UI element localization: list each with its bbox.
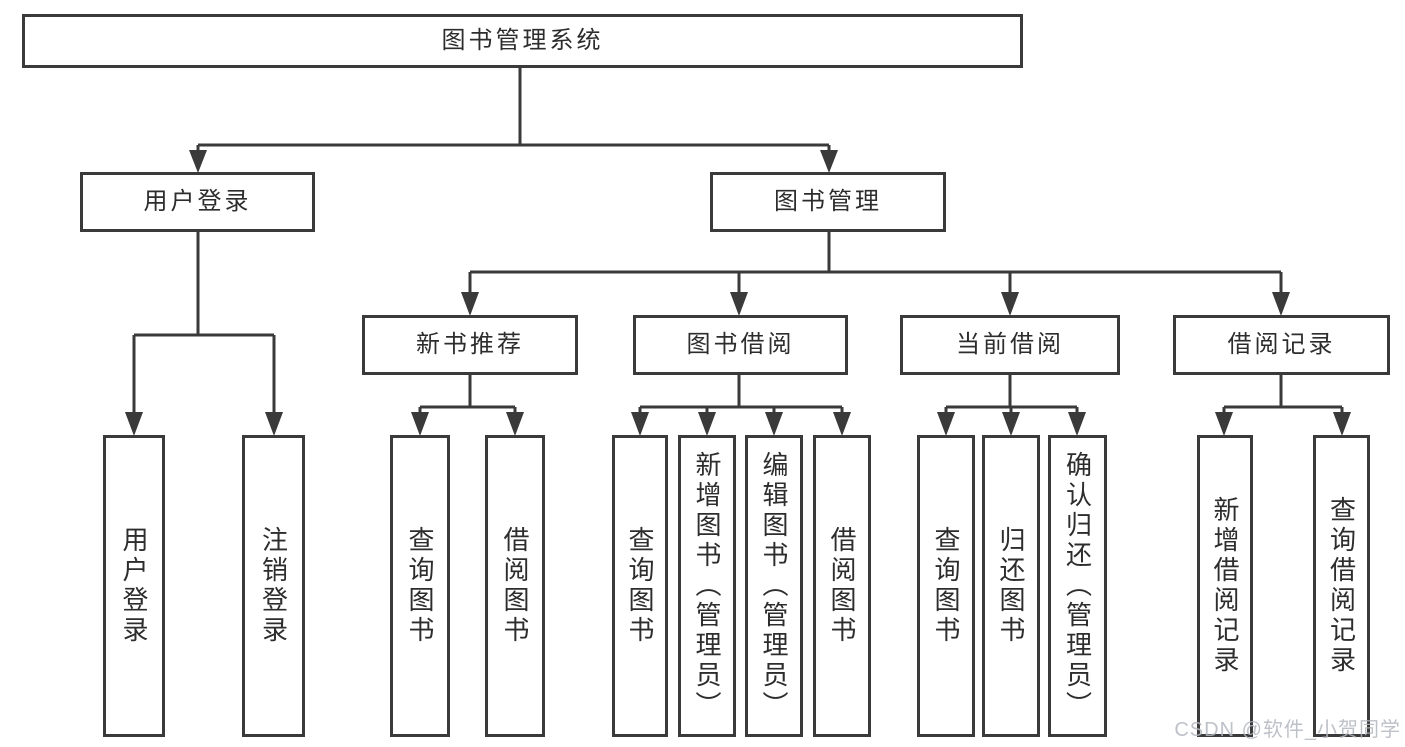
node-label: 借阅图书 [827,526,857,646]
leaf-return-books: 归还图书 [982,435,1040,737]
leaf-query-books-current: 查询图书 [917,435,975,737]
node-label: 查询图书 [931,526,961,646]
node-user-login-branch: 用户登录 [80,172,315,232]
leaf-borrow-books-borrowing: 借阅图书 [813,435,871,737]
node-label: 借阅图书 [500,526,530,646]
node-label: 图书管理系统 [441,27,604,54]
leaf-confirm-return-admin: 确认归还（管理员） [1048,435,1107,737]
leaf-add-borrow-record: 新增借阅记录 [1197,435,1253,737]
leaf-add-books-admin: 新增图书（管理员） [678,435,736,737]
node-label: 新书推荐 [416,331,524,358]
node-label: 查询借阅记录 [1326,496,1357,676]
node-label: 图书借阅 [686,331,795,358]
node-label: 用户登录 [119,526,149,646]
node-new-book-recommendation: 新书推荐 [362,315,578,375]
arrowheads [125,150,1351,436]
node-label: 编辑图书（管理员） [759,451,789,721]
node-label: 注销登录 [258,526,289,646]
node-borrowing-records: 借阅记录 [1173,315,1390,375]
node-book-management: 图书管理 [710,172,946,232]
node-book-borrowing: 图书借阅 [633,315,848,375]
node-label: 借阅记录 [1227,331,1336,358]
node-label: 查询图书 [625,526,655,646]
node-label: 新增借阅记录 [1210,496,1240,676]
leaf-edit-books-admin: 编辑图书（管理员） [745,435,803,737]
node-current-borrowing: 当前借阅 [900,315,1120,375]
leaf-query-books-borrowing: 查询图书 [612,435,668,737]
node-label: 新增图书（管理员） [692,451,722,721]
node-label: 查询图书 [405,526,435,646]
leaf-borrow-books-recommend: 借阅图书 [485,435,545,737]
node-label: 归还图书 [996,526,1026,646]
node-label: 图书管理 [774,188,882,215]
csdn-watermark: CSDN @软件_小贺同学 [1174,719,1401,741]
leaf-query-borrow-record: 查询借阅记录 [1313,435,1370,737]
leaf-query-books-recommend: 查询图书 [390,435,450,737]
leaf-user-login: 用户登录 [103,435,165,737]
node-label: 确认归还（管理员） [1062,451,1093,721]
leaf-logout-login: 注销登录 [242,435,305,737]
node-label: 当前借阅 [956,331,1064,358]
node-label: 用户登录 [143,188,252,215]
node-book-management-system: 图书管理系统 [22,14,1023,68]
